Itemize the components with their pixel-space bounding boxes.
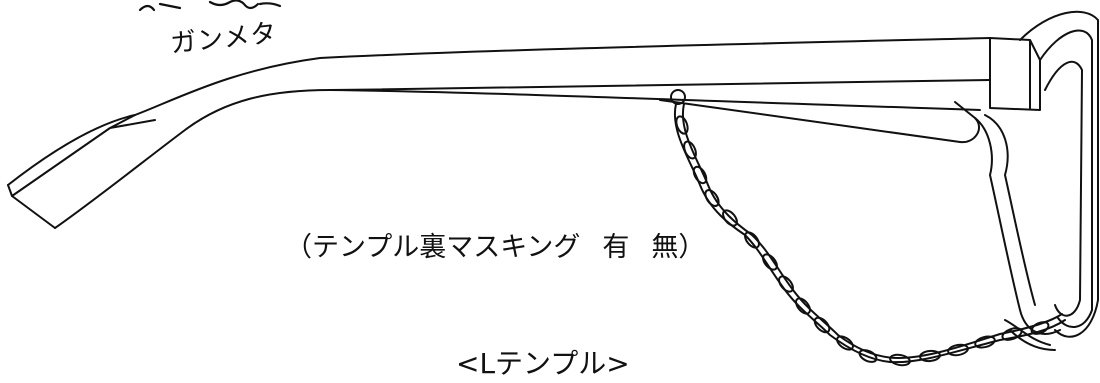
temple-tip bbox=[7, 114, 156, 229]
front-lower-piece bbox=[974, 117, 1061, 335]
front-rim-middle bbox=[1039, 29, 1093, 328]
drawing-caption: <Lテンプル> bbox=[456, 347, 630, 380]
temple-masking-note: （テンプル裏マスキング有無） bbox=[285, 225, 705, 264]
temple-lower-edge bbox=[54, 89, 981, 229]
front-lower-piece-inner bbox=[984, 114, 1036, 306]
temple-hinge-lower bbox=[659, 99, 980, 144]
chain-ring bbox=[670, 89, 686, 105]
masking-label: テンプル裏マスキング bbox=[312, 232, 581, 263]
front-rim-outer bbox=[1019, 10, 1099, 338]
hinge-block bbox=[989, 37, 1041, 111]
front-rim-inner bbox=[1044, 60, 1083, 317]
handwriting-fragment bbox=[138, 0, 282, 12]
temple-upper-edge bbox=[7, 37, 991, 186]
masking-open-paren: （ bbox=[285, 232, 312, 263]
eyeglass-chain bbox=[673, 103, 1066, 367]
front-lower-notch bbox=[1004, 319, 1056, 351]
temple-inner-line bbox=[329, 79, 991, 91]
masking-option-yes: 有 bbox=[602, 232, 630, 263]
masking-option-no: 無 bbox=[651, 232, 679, 263]
masking-close-paren: ） bbox=[678, 232, 706, 263]
